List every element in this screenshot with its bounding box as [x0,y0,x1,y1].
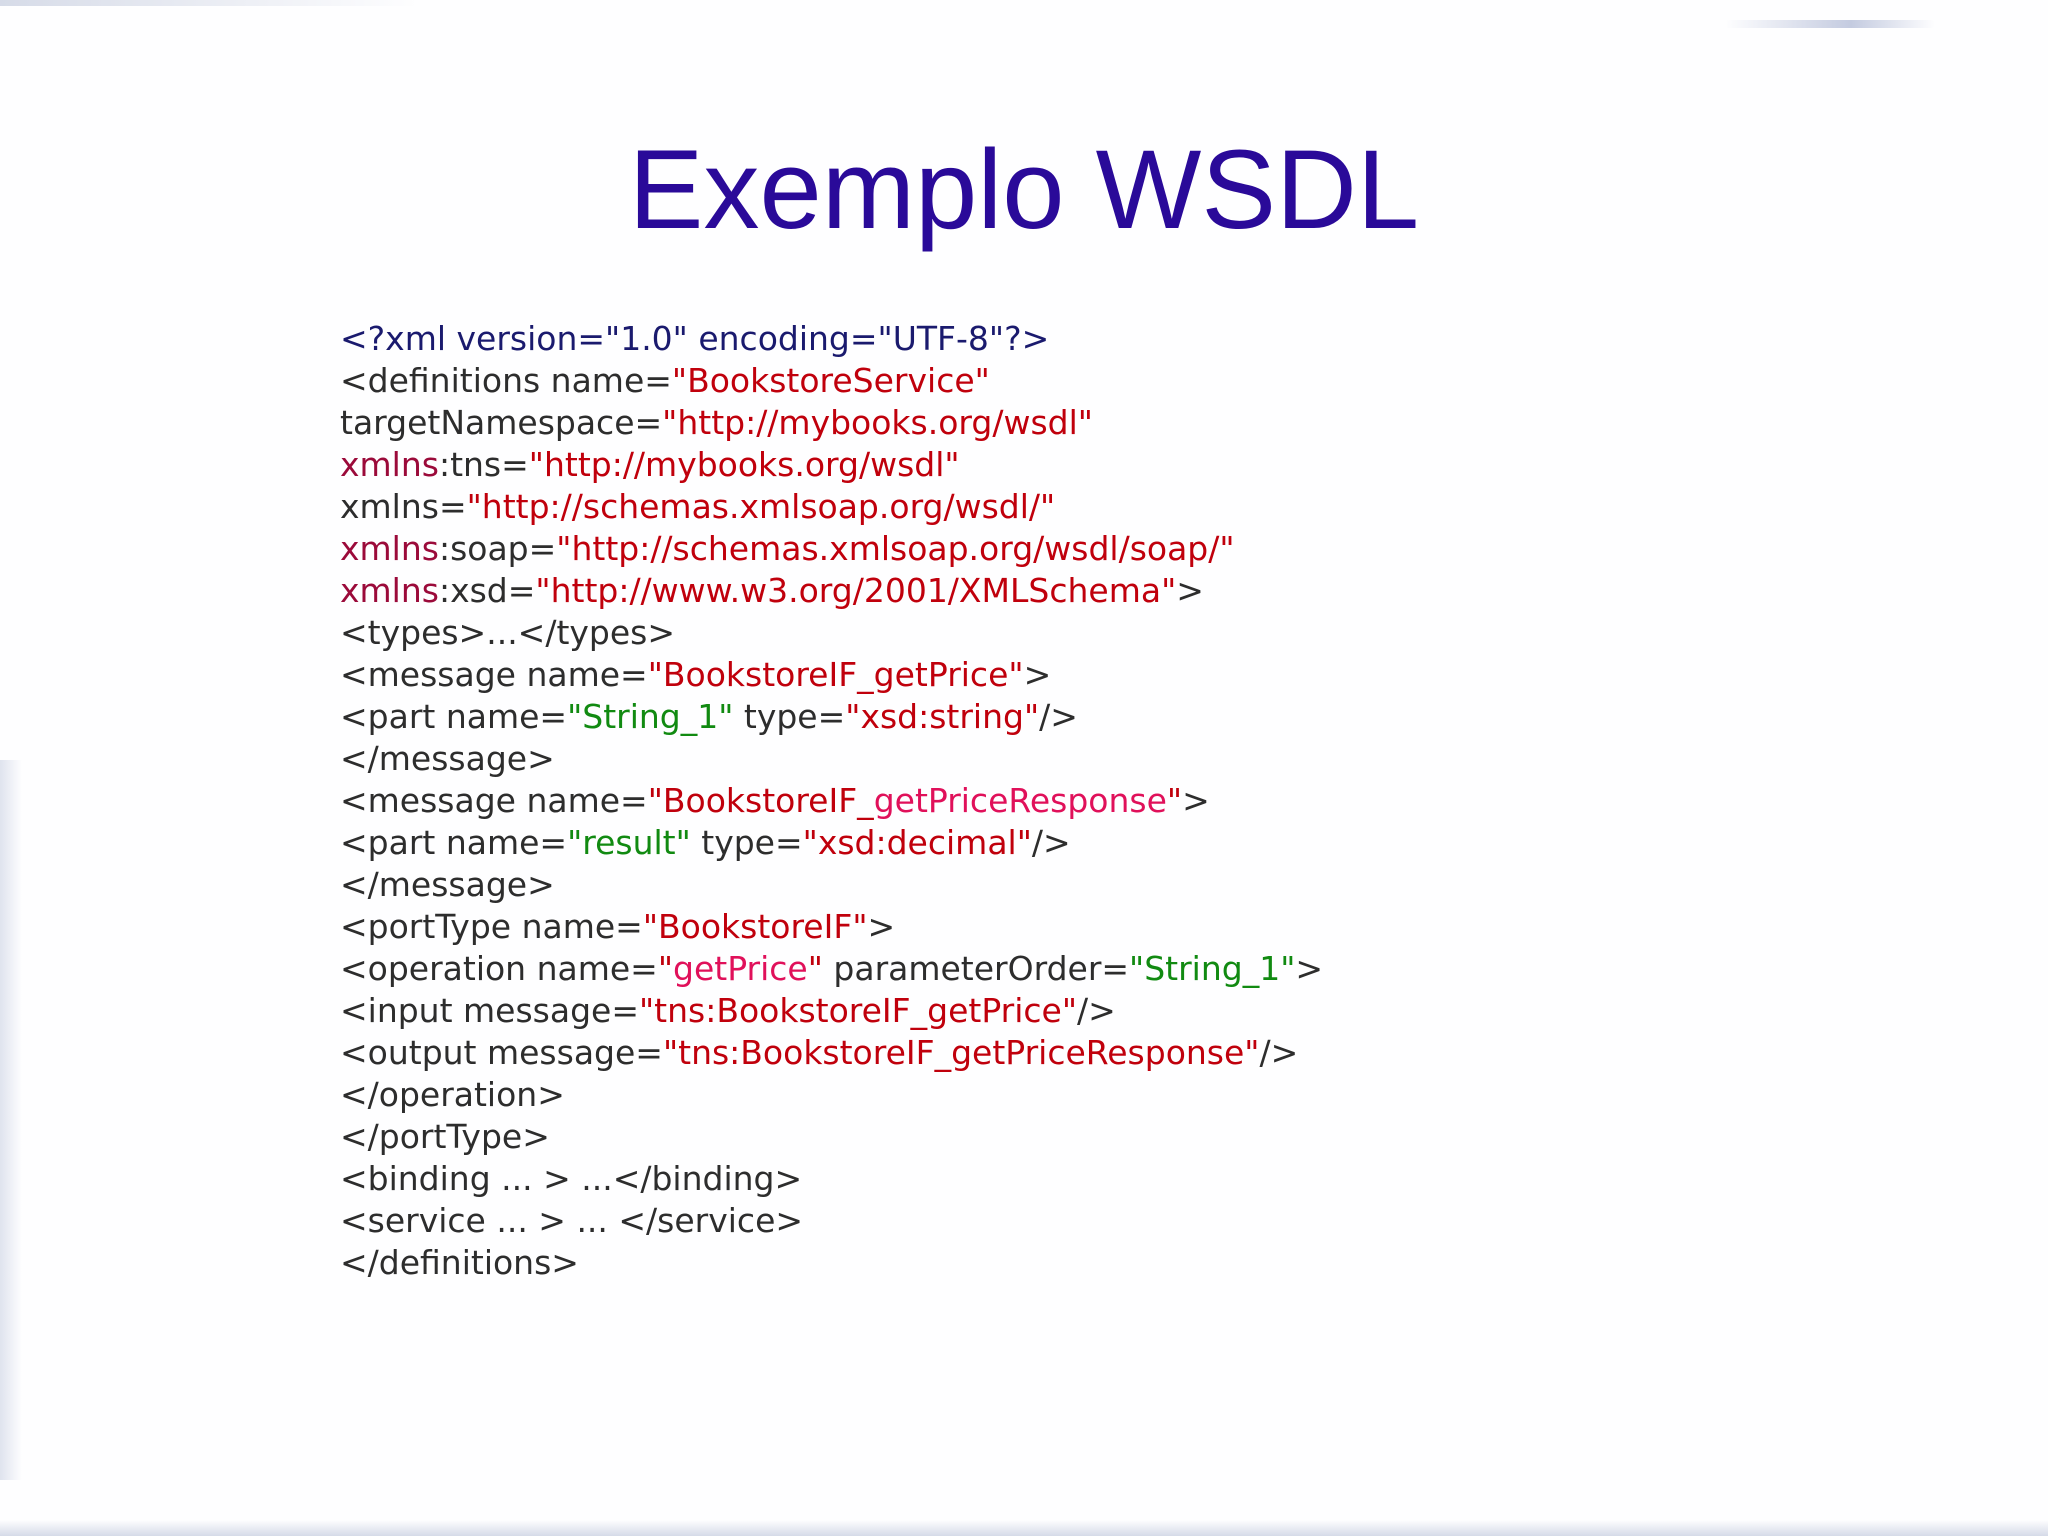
code-token: <?xml version="1.0" encoding="UTF-8"?> [340,319,1050,358]
code-line: </message> [340,864,1323,906]
code-token: "result" [567,823,691,862]
code-token: "http://schemas.xmlsoap.org/wsdl/soap/" [556,529,1235,568]
code-line: <types>...</types> [340,612,1323,654]
code-token: > [867,907,896,946]
code-token: <output message= [340,1033,663,1072]
code-token: > [1176,571,1204,610]
code-token: BookstoreIF_getPrice [662,655,1009,694]
code-token: <part name= [340,697,568,736]
code-token: "String_1" [567,697,734,736]
code-token: "xsd:decimal" [802,823,1032,862]
code-token: xmlns [340,571,439,610]
code-line: <part name="String_1" type="xsd:string"/… [340,696,1323,738]
code-token: /> [1039,697,1078,736]
code-token: </message> [340,865,555,904]
code-line: <message name="BookstoreIF_getPriceRespo… [340,780,1323,822]
code-token: </definitions> [340,1243,579,1282]
code-token: xmlns= [340,487,467,526]
code-token: <types>...</types> [340,613,676,652]
code-token: <message name= [340,655,648,694]
slide-edge-decoration-bottom [0,1520,2048,1536]
code-token: " [657,949,674,988]
code-token: :xsd= [438,571,536,610]
code-token: parameterOrder= [822,949,1130,988]
code-token: "tns:BookstoreIF_getPriceResponse" [662,1033,1260,1072]
code-token: /> [1077,991,1116,1030]
slide-edge-decoration-top-right [1725,20,1935,28]
code-token: > [1182,781,1210,820]
code-token: <input message= [340,991,639,1030]
code-line: </portType> [340,1116,1323,1158]
code-token: "BookstoreService" [671,361,990,400]
code-line: xmlns:soap="http://schemas.xmlsoap.org/w… [340,528,1323,570]
code-token: "http://schemas.xmlsoap.org/wsdl/" [466,487,1056,526]
code-token: </message> [340,739,555,778]
code-token: type= [690,823,803,862]
code-token: > [1023,655,1052,694]
code-token: "String_1" [1129,949,1296,988]
code-token: <portType name= [340,907,643,946]
code-token: " [1008,655,1024,694]
code-line: </definitions> [340,1242,1323,1284]
slide-edge-decoration-top [0,0,420,6]
slide-title: Exemplo WSDL [628,127,1420,252]
code-token: :soap= [438,529,557,568]
code-line: <definitions name="BookstoreService" [340,360,1323,402]
code-token: type= [733,697,846,736]
code-line: <service ... > ... </service> [340,1200,1323,1242]
code-token: <part name= [340,823,568,862]
code-token: :tns= [438,445,529,484]
code-token: "http://mybooks.org/wsdl" [662,403,1093,442]
code-line: <message name="BookstoreIF_getPrice"> [340,654,1323,696]
code-token: <binding ... > ...</binding> [340,1159,803,1198]
code-token: xmlns [340,445,439,484]
code-token: "tns:BookstoreIF_getPrice" [638,991,1078,1030]
code-line: <output message="tns:BookstoreIF_getPric… [340,1032,1323,1074]
slide-edge-decoration-left [0,760,22,1480]
code-token: "http://mybooks.org/wsdl" [528,445,960,484]
code-line: </message> [340,738,1323,780]
code-line: <?xml version="1.0" encoding="UTF-8"?> [340,318,1323,360]
code-token: </portType> [340,1117,550,1156]
code-token: xmlns [340,529,439,568]
code-token: <message name= [340,781,648,820]
code-token: <operation name= [340,949,658,988]
code-line: targetNamespace="http://mybooks.org/wsdl… [340,402,1323,444]
code-token: <definitions name= [340,361,672,400]
code-token: </operation> [340,1075,565,1114]
code-token: /> [1031,823,1071,862]
code-line: <operation name="getPrice" parameterOrde… [340,948,1323,990]
code-token: > [1295,949,1324,988]
code-token: " [1166,781,1183,820]
code-token: "BookstoreIF" [642,907,868,946]
code-token: getPrice [673,949,808,988]
code-token: "xsd:string" [845,697,1040,736]
code-line: xmlns:tns="http://mybooks.org/wsdl" [340,444,1323,486]
code-line: xmlns:xsd="http://www.w3.org/2001/XMLSch… [340,570,1323,612]
code-token: " [807,949,823,988]
code-line: xmlns="http://schemas.xmlsoap.org/wsdl/" [340,486,1323,528]
code-line: <portType name="BookstoreIF"> [340,906,1323,948]
code-line: <input message="tns:BookstoreIF_getPrice… [340,990,1323,1032]
code-token: "http://www.w3.org/2001/XMLSchema" [535,571,1177,610]
code-token: targetNamespace= [340,403,663,442]
wsdl-code-block: <?xml version="1.0" encoding="UTF-8"?><d… [340,318,1323,1284]
code-line: <binding ... > ...</binding> [340,1158,1323,1200]
code-token: /> [1259,1033,1299,1072]
code-token: <service ... > ... </service> [340,1201,804,1240]
code-token: "BookstoreIF_ [647,781,874,820]
code-line: </operation> [340,1074,1323,1116]
code-token: getPriceResponse [873,781,1167,820]
code-token: " [647,655,663,694]
code-line: <part name="result" type="xsd:decimal"/> [340,822,1323,864]
